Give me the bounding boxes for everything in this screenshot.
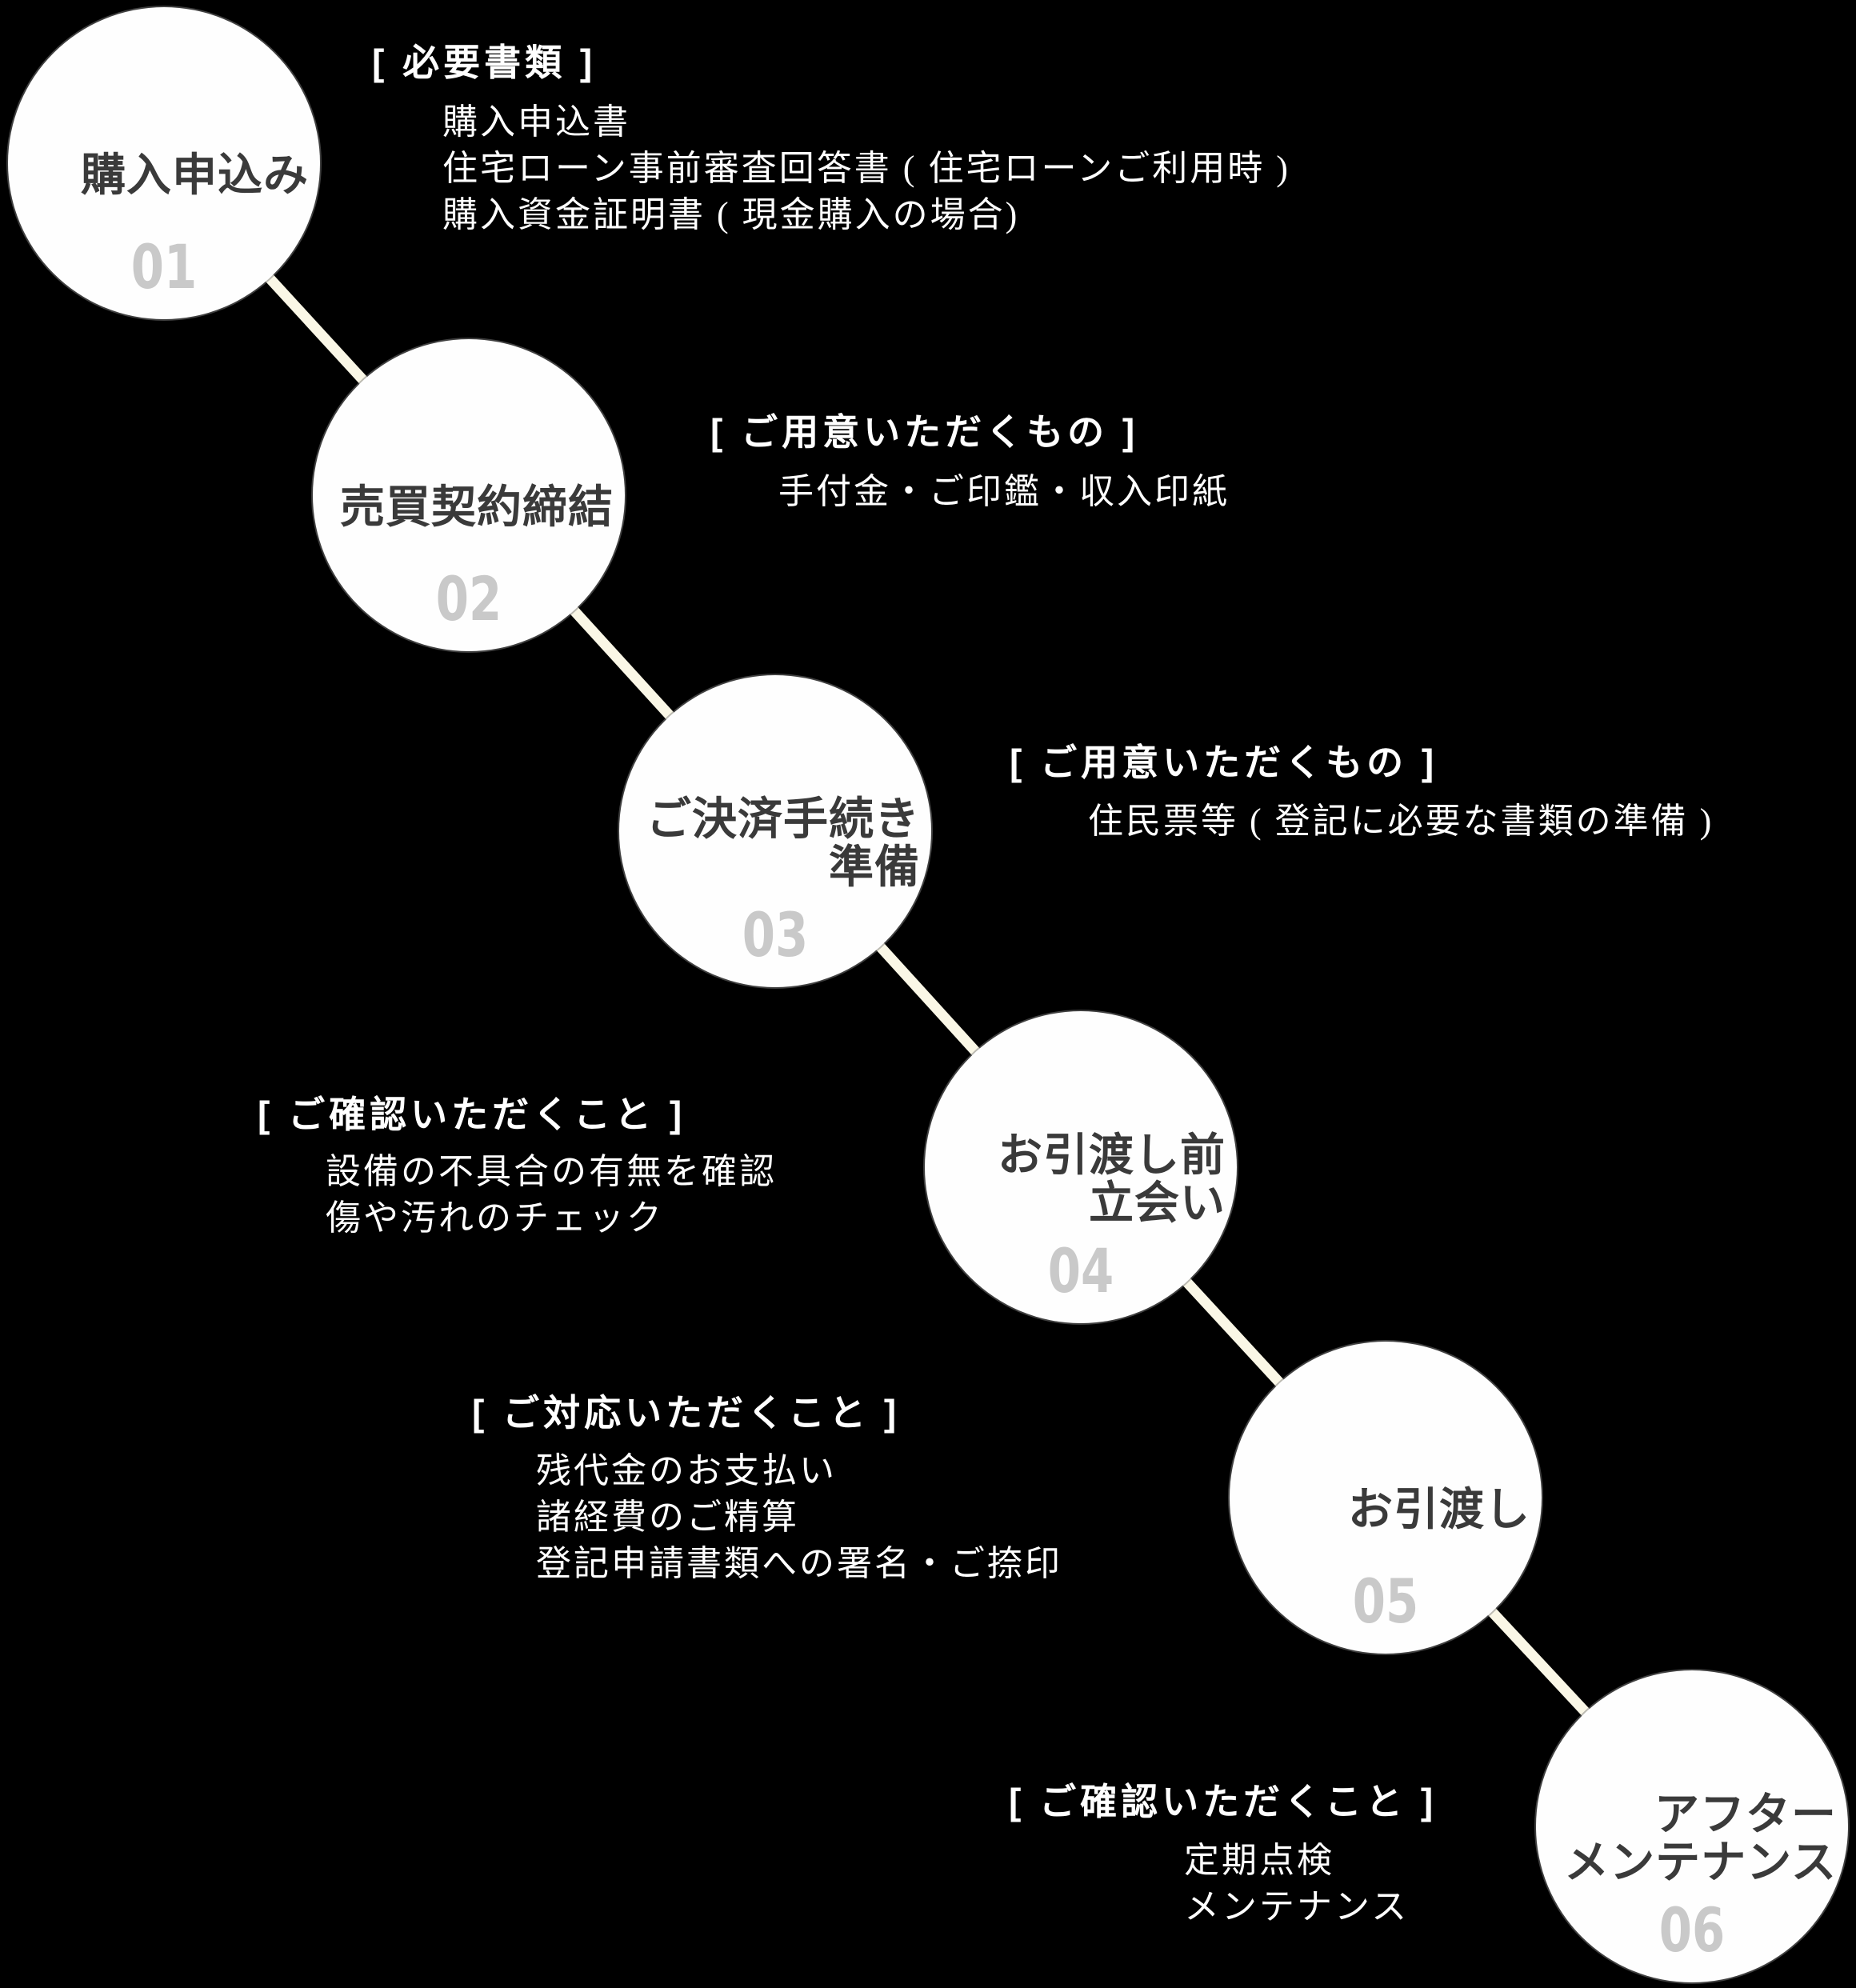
note-line: 購入資金証明書 ( 現金購入の場合) [442, 195, 1020, 234]
step-circle-1: 購入申込み 01 [8, 7, 320, 319]
step-title-line: 準備 [829, 842, 920, 892]
step-note: 住民票等 ( 登記に必要な書類の準備 ) [1088, 798, 1714, 845]
note-line: 定期点検 [1184, 1841, 1334, 1880]
note-header: [ ご確認いただくこと ] [258, 1094, 686, 1135]
step-circle-5: お引渡し 05 [1230, 1342, 1542, 1654]
step-title-line: メンテナンス [1564, 1837, 1837, 1887]
step-number: 01 [130, 231, 198, 302]
note-line: 購入申込書 [442, 102, 630, 142]
step-title-line: 売買契約締結 [340, 482, 614, 532]
step-note: 残代金のお支払い 諸経費のご精算 登記申請書類への署名・ご捺印 [536, 1448, 1062, 1587]
note-line: 手付金・ご印鑑・収入印紙 [778, 472, 1230, 511]
step-circle-3: ご決済手続き 準備 03 [619, 675, 931, 987]
step-number: 04 [1047, 1235, 1114, 1306]
note-line: 住宅ローン事前審査回答書 ( 住宅ローンご利用時 ) [442, 149, 1290, 188]
step-note: 購入申込書 住宅ローン事前審査回答書 ( 住宅ローンご利用時 ) 購入資金証明書… [442, 99, 1290, 238]
step-title-line: 購入申込み [81, 150, 309, 200]
step-title-line: お引渡し前 [998, 1130, 1226, 1180]
note-line: 住民票等 ( 登記に必要な書類の準備 ) [1088, 802, 1714, 841]
step-title-line: ご決済手続き [646, 794, 920, 844]
step-number: 06 [1658, 1894, 1726, 1966]
step-title: ご決済手続き 準備 [619, 795, 920, 891]
step-note: 定期点検 メンテナンス [1184, 1838, 1409, 1930]
note-header: [ ご用意いただくもの ] [1010, 742, 1438, 783]
note-line: 設備の不具合の有無を確認 [326, 1152, 777, 1191]
step-title: 売買契約締結 [313, 483, 614, 531]
note-header: [ ご確認いただくこと ] [1009, 1781, 1438, 1822]
step-note: 手付金・ご印鑑・収入印紙 [778, 469, 1230, 515]
step-title: お引渡し前 立会い [925, 1131, 1226, 1227]
step-circle-2: 売買契約締結 02 [313, 339, 625, 651]
note-line: メンテナンス [1184, 1887, 1410, 1926]
step-title: お引渡し [1230, 1486, 1530, 1534]
step-title-line: お引渡し [1348, 1484, 1530, 1534]
step-number: 02 [435, 563, 502, 634]
note-header: [ ご対応いただくこと ] [472, 1392, 901, 1434]
step-circle-6: アフター メンテナンス 06 [1536, 1670, 1848, 1982]
step-number: 05 [1352, 1566, 1419, 1637]
step-title: 購入申込み [8, 151, 309, 199]
step-number: 03 [742, 899, 809, 970]
note-line: 登記申請書類への署名・ご捺印 [536, 1544, 1062, 1583]
note-header: [ ご用意いただくもの ] [710, 411, 1139, 453]
note-header: [ 必要書類 ] [372, 42, 597, 83]
note-line: 傷や汚れのチェック [326, 1198, 664, 1238]
step-circle-4: お引渡し前 立会い 04 [925, 1011, 1237, 1323]
step-title: アフター メンテナンス [1536, 1790, 1837, 1886]
step-title-line: アフター [1654, 1789, 1837, 1839]
note-line: 残代金のお支払い [536, 1451, 837, 1490]
step-title-line: 立会い [1089, 1178, 1226, 1228]
note-line: 諸経費のご精算 [536, 1498, 799, 1537]
step-note: 設備の不具合の有無を確認 傷や汚れのチェック [326, 1149, 777, 1242]
